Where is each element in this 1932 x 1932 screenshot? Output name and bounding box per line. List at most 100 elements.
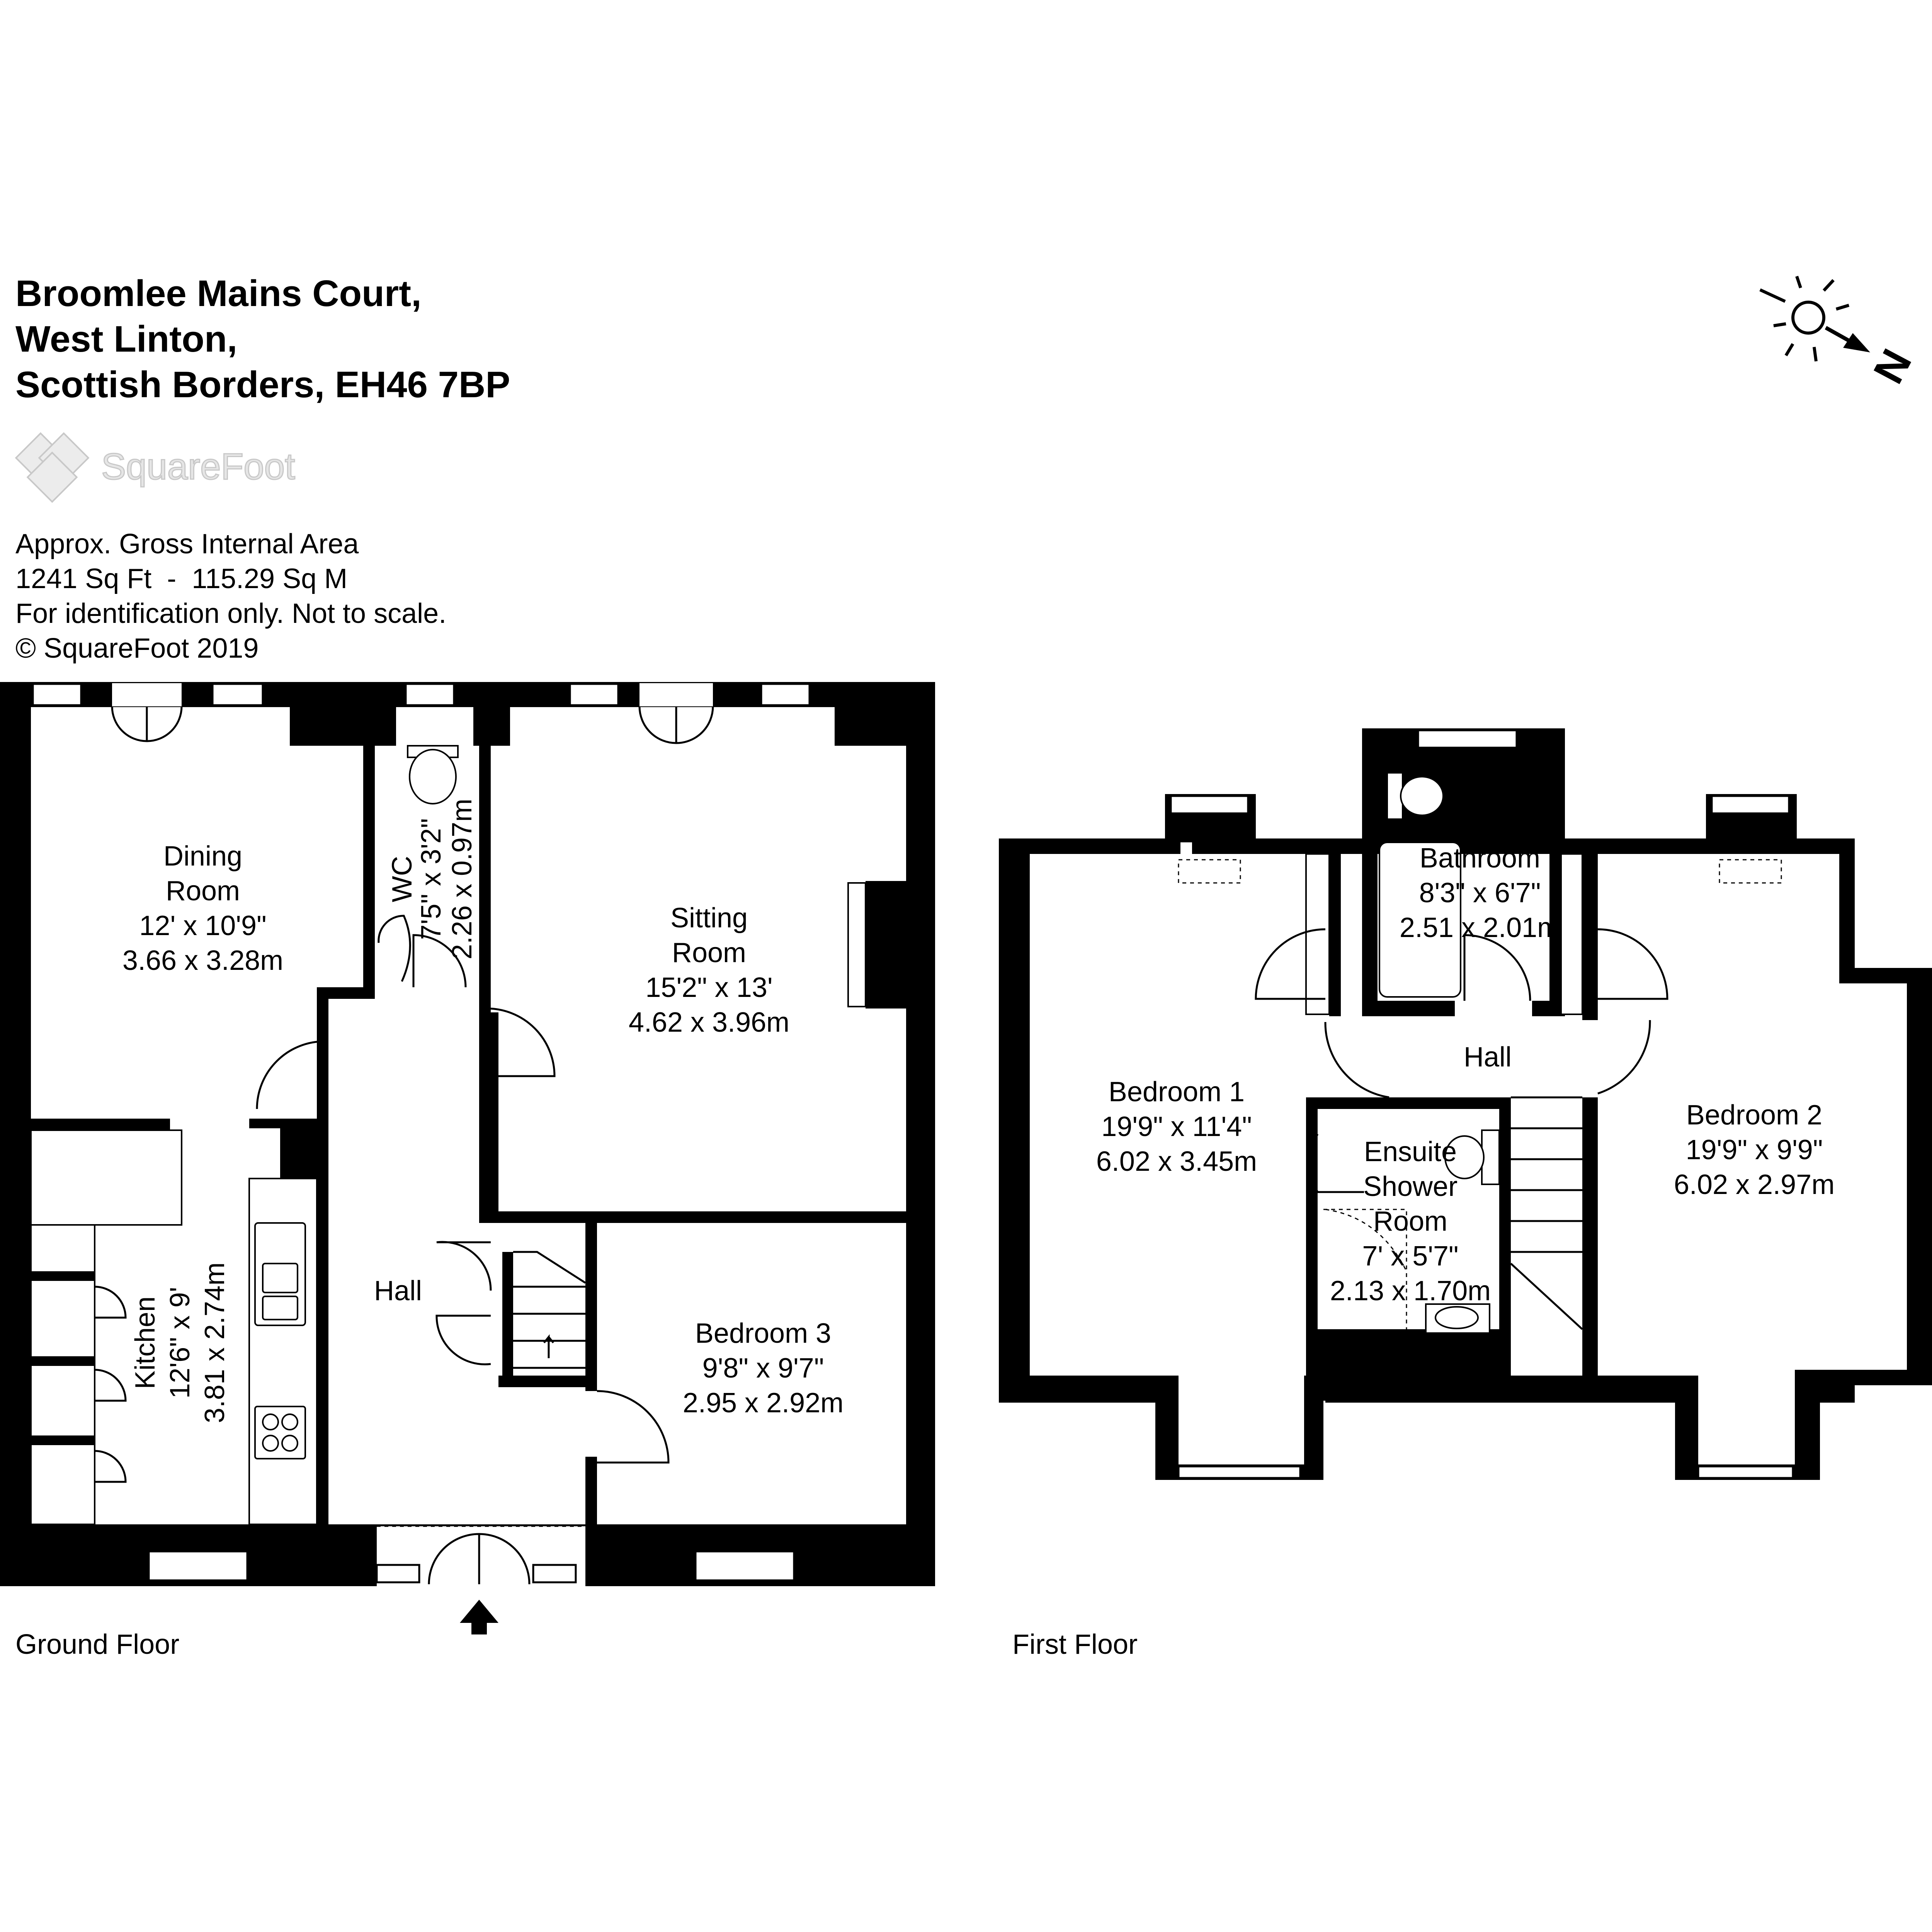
svg-text:Bedroom 3: Bedroom 3 [695, 1318, 831, 1349]
squarefoot-logo: SquareFoot [15, 432, 296, 503]
bathroom-cistern [1386, 772, 1403, 820]
svg-text:Dining: Dining [163, 841, 242, 872]
cupboard-door-upper [436, 1241, 492, 1291]
bathroom-basin [1525, 779, 1550, 836]
svg-text:2.51 x 2.01m: 2.51 x 2.01m [1400, 912, 1560, 943]
chimney-block-mid [473, 682, 510, 746]
room-label-sitting: Sitting Room 15'2" x 13' 4.62 x 3.96m [629, 903, 789, 1038]
corner-block-bl [0, 1524, 149, 1586]
disclaimer: For identification only. Not to scale. [15, 598, 446, 629]
svg-text:2.13 x 1.70m: 2.13 x 1.70m [1330, 1276, 1491, 1306]
ground-floor-plan: Dining Room 12' x 10'9" 3.66 x 3.28m WC … [0, 682, 935, 1634]
wc-toilet [409, 749, 457, 804]
room-label-bedroom3: Bedroom 3 9'8" x 9'7" 2.95 x 2.92m [683, 1318, 844, 1418]
bed1-wardrobe-wall [1329, 854, 1341, 1016]
hall-door-arc-left [1324, 1022, 1389, 1099]
fireplace-hearth [847, 882, 866, 1007]
svg-text:Room: Room [166, 876, 240, 906]
north-label: N [1864, 342, 1921, 391]
kitchen-unit-doors [94, 1286, 127, 1483]
bed2-wardrobe [1560, 853, 1583, 1015]
dining-wc-wall [363, 736, 375, 989]
svg-text:12' x 10'9": 12' x 10'9" [139, 910, 266, 941]
svg-text:7' x 5'7": 7' x 5'7" [1362, 1241, 1458, 1272]
svg-text:Bathroom: Bathroom [1420, 843, 1540, 874]
room-label-hall-ground: Hall [374, 1276, 422, 1306]
ensuite-basin [1435, 1306, 1479, 1329]
dining-hall-door [256, 1040, 326, 1109]
ensuite-top-wall [1306, 1097, 1511, 1109]
first-floor-label: First Floor [1012, 1629, 1138, 1660]
bed2-left-wall-lower [1582, 1097, 1598, 1403]
svg-text:6.02 x 2.97m: 6.02 x 2.97m [1674, 1169, 1835, 1200]
bathroom-bath [1379, 842, 1461, 998]
front-doors [428, 1533, 531, 1585]
cupboard-door-lower [435, 1315, 491, 1366]
sitting-left-wall [479, 1012, 498, 1211]
area-label: Approx. Gross Internal Area [15, 529, 359, 560]
copyright: © SquareFoot 2019 [15, 633, 259, 664]
ground-floor-label: Ground Floor [15, 1629, 179, 1660]
sitting-french-door-gap [639, 683, 713, 706]
kitchen-larder-units [30, 1224, 95, 1525]
svg-text:3.66 x 3.28m: 3.66 x 3.28m [122, 945, 283, 976]
room-label-bedroom1: Bedroom 1 19'9" x 11'4" 6.02 x 3.45m [1096, 1077, 1257, 1177]
bedroom1-bottom-window [1177, 1465, 1301, 1479]
entrance-arrow-icon [460, 1600, 498, 1634]
dining-window-right [211, 683, 264, 706]
bathroom-window [1417, 729, 1518, 749]
sitting-french-doors [638, 706, 714, 744]
svg-text:Ensuite: Ensuite [1364, 1136, 1457, 1167]
svg-text:9'8" x 9'7": 9'8" x 9'7" [702, 1353, 824, 1384]
room-label-bedroom2: Bedroom 2 19'9" x 9'9" 6.02 x 2.97m [1674, 1100, 1835, 1200]
first-floor-stairs [1510, 1096, 1583, 1330]
svg-text:7'5" x 3'2": 7'5" x 3'2" [416, 818, 447, 940]
svg-text:Sitting: Sitting [670, 903, 748, 934]
svg-text:Bedroom 2: Bedroom 2 [1686, 1100, 1822, 1131]
fireplace-breast [866, 881, 906, 1009]
hob-icon [254, 1406, 306, 1459]
dining-french-door-gap [112, 683, 182, 706]
kitchen-top-trim [249, 1119, 319, 1128]
svg-text:2.95 x 2.92m: 2.95 x 2.92m [683, 1388, 844, 1418]
wc-sitting-wall [479, 736, 491, 1020]
ground-left-wall [0, 682, 31, 1586]
ground-right-wall [906, 682, 935, 1586]
svg-text:6.02 x 3.45m: 6.02 x 3.45m [1096, 1146, 1257, 1177]
bedroom1-top-window [1170, 795, 1249, 815]
bathroom-toilet [1400, 776, 1444, 816]
room-label-kitchen: Kitchen 12'6" x 9' 3.81 x 2.74m [130, 1262, 230, 1423]
bathroom-door [1463, 934, 1531, 1001]
svg-text:15'2" x 13': 15'2" x 13' [645, 972, 772, 1003]
svg-text:Kitchen: Kitchen [130, 1296, 161, 1389]
bedroom2-door [1597, 928, 1668, 1000]
compass: N [1759, 276, 1921, 391]
bed2-left-wall [1582, 854, 1598, 1020]
area-info: Approx. Gross Internal Area 1241 Sq Ft -… [15, 529, 446, 664]
svg-text:2.26 x 0.97m: 2.26 x 0.97m [447, 799, 478, 959]
address-line-1: Broomlee Mains Court, [15, 273, 422, 314]
svg-text:Room: Room [672, 937, 746, 968]
sink-icon [254, 1222, 306, 1326]
svg-text:Room: Room [1373, 1206, 1447, 1237]
svg-text:Bedroom 1: Bedroom 1 [1109, 1077, 1245, 1107]
ensuite-toilet [1444, 1135, 1485, 1179]
bedroom2-top-window [1711, 795, 1790, 815]
bed3-left-wall-lower [585, 1457, 597, 1528]
svg-text:3.81 x 2.74m: 3.81 x 2.74m [199, 1262, 230, 1423]
corner-block-br [796, 1524, 935, 1586]
kitchen-window [148, 1550, 248, 1582]
svg-text:12'6" x 9': 12'6" x 9' [165, 1287, 196, 1398]
sitting-hall-door [486, 1007, 556, 1077]
wc-basin [378, 915, 411, 982]
room-label-hall-first: Hall [1464, 1042, 1512, 1073]
first-floor-plan: Bedroom 1 19'9" x 11'4" 6.02 x 3.45m Bat… [999, 728, 1932, 1480]
ensuite-door [1309, 1133, 1364, 1193]
dining-kitchen-wall [31, 1119, 170, 1130]
svg-text:Shower: Shower [1363, 1171, 1458, 1202]
front-side-light-right [532, 1564, 577, 1583]
dining-french-doors [111, 706, 183, 742]
ensuite-cistern [1481, 1129, 1500, 1185]
chimney-block-right [835, 682, 935, 746]
svg-text:8'3" x 6'7": 8'3" x 6'7" [1419, 878, 1541, 908]
